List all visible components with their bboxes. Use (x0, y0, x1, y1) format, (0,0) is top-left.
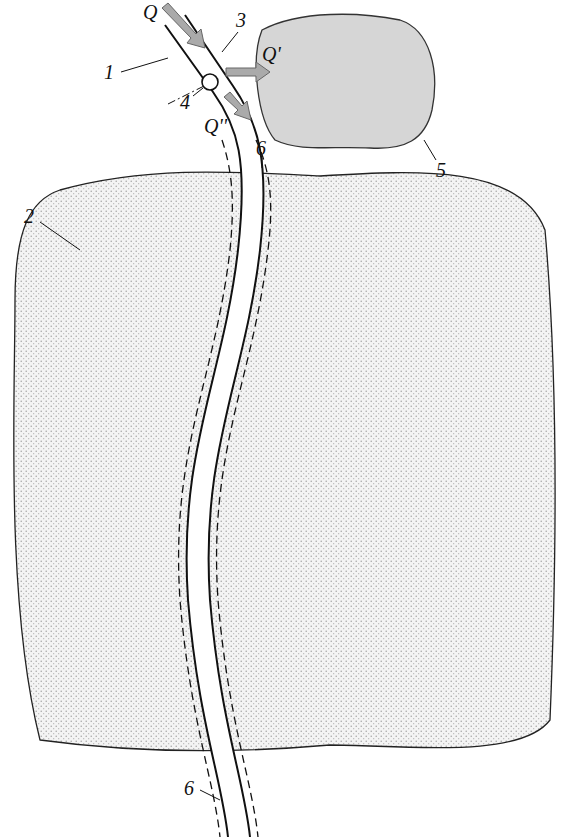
callout-number: 6 (256, 138, 266, 158)
callout-number: 2 (24, 206, 34, 226)
flow-arrow (162, 3, 270, 120)
pipe-wall (185, 15, 264, 837)
soil-region (14, 172, 555, 751)
valve-circle (202, 74, 218, 90)
grey-body (256, 14, 434, 148)
flow-label: Q'' (204, 116, 227, 136)
dashed-zone (179, 140, 233, 837)
callout-number: 1 (104, 62, 114, 82)
pipe-wall (165, 25, 242, 837)
callout-number: 4 (180, 92, 190, 112)
dashed-zone (217, 140, 271, 837)
callout-number: 6 (184, 778, 194, 798)
flow-label: Q' (262, 44, 281, 64)
flow-label: Q (143, 2, 157, 22)
leader-line (40, 32, 436, 800)
pipe-body (165, 15, 264, 837)
callout-number: 3 (236, 10, 246, 30)
callout-number: 5 (436, 160, 446, 180)
